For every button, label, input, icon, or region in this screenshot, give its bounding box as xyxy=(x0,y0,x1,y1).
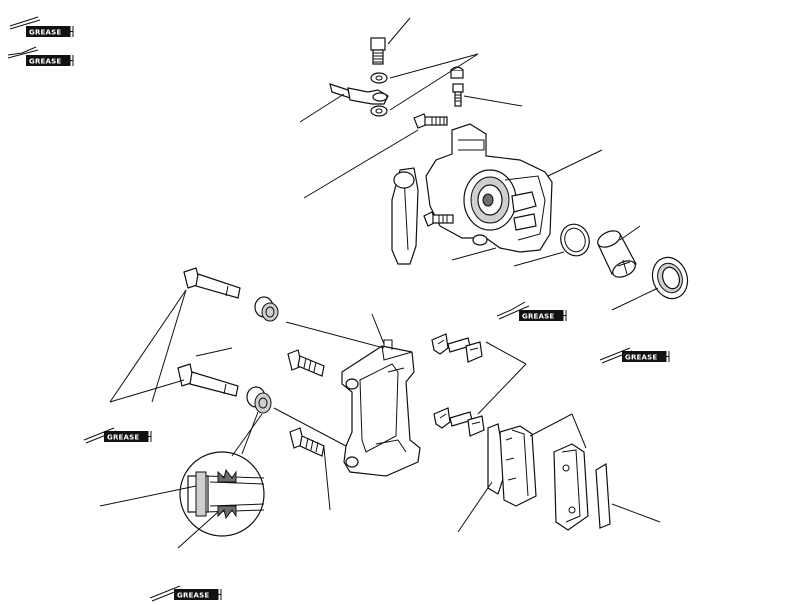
pin-boot-lower xyxy=(246,386,272,414)
pin-boot-upper xyxy=(254,296,279,322)
banjo-bolt xyxy=(370,37,386,65)
grease-tag-piston: GREASE xyxy=(599,347,670,364)
caliper-bracket xyxy=(341,339,421,477)
brake-pad-inner xyxy=(499,425,537,507)
grease-label: GREASE xyxy=(29,29,61,37)
piston xyxy=(597,230,637,278)
caliper-bracket-bolt-upper xyxy=(287,349,325,377)
leader-lines xyxy=(99,17,661,549)
slide-pin-lower xyxy=(177,363,239,397)
piston-boot xyxy=(651,256,689,300)
grease-tag-legend-1: GREASE xyxy=(9,16,74,37)
grease-label: GREASE xyxy=(625,354,657,362)
sealing-washer-upper xyxy=(370,72,388,84)
caliper-body xyxy=(391,123,553,265)
grease-label: GREASE xyxy=(177,592,209,600)
slide-pin-upper xyxy=(183,267,241,299)
grease-tag-slide-pin: GREASE xyxy=(83,427,152,444)
brake-pad-outer xyxy=(553,443,589,531)
piston-seal xyxy=(560,223,590,257)
pad-shim-outer xyxy=(487,423,507,495)
caliper-bolt-lower xyxy=(423,211,454,227)
grease-label: GREASE xyxy=(522,313,554,321)
pin-detail-inset xyxy=(179,451,265,537)
grease-tag-bottom: GREASE xyxy=(149,585,222,602)
bleeder-cap xyxy=(450,66,464,79)
grease-tag-legend-2: GREASE xyxy=(7,46,74,66)
caliper-bolt-upper xyxy=(413,113,448,129)
grease-label: GREASE xyxy=(29,58,61,66)
bleeder-screw xyxy=(452,83,464,107)
grease-tag-pad-shim: GREASE xyxy=(496,301,567,321)
caliper-bracket-bolt-lower xyxy=(289,427,325,457)
pad-retainer-lower xyxy=(433,407,485,437)
pad-shim-inner xyxy=(595,462,611,529)
brake-hose xyxy=(329,83,389,105)
sealing-washer-lower xyxy=(370,105,388,117)
grease-label: GREASE xyxy=(107,434,139,442)
pad-retainer-upper xyxy=(431,333,483,363)
